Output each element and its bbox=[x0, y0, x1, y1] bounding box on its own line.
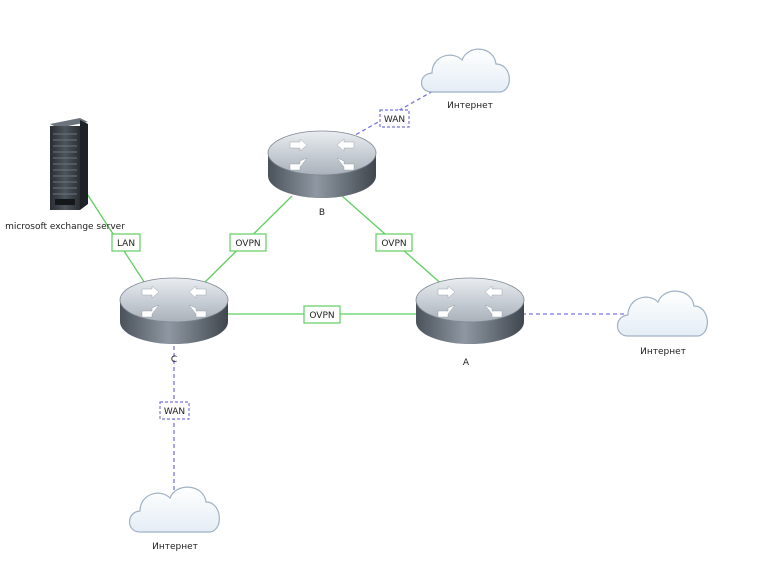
link-b-wan bbox=[349, 89, 436, 139]
server-label: microsoft exchange server bbox=[5, 222, 125, 232]
link-label-lan-text: LAN bbox=[117, 239, 135, 249]
router-a[interactable]: A bbox=[415, 277, 525, 368]
link-label-ovpn-cb[interactable]: OVPN bbox=[229, 233, 267, 252]
link-label-lan[interactable]: LAN bbox=[111, 233, 141, 252]
link-label-ovpn-ba[interactable]: OVPN bbox=[375, 233, 413, 252]
link-label-wan-b[interactable]: WAN bbox=[379, 109, 410, 128]
cloud-right[interactable]: Интернет bbox=[616, 290, 708, 357]
server-node[interactable]: microsoft exchange server bbox=[5, 118, 125, 232]
router-c[interactable]: C bbox=[119, 277, 229, 365]
cloud-top-label: Интернет bbox=[447, 101, 493, 111]
router-a-icon bbox=[415, 277, 525, 344]
link-label-ovpn-cb-text: OVPN bbox=[235, 239, 260, 249]
router-b[interactable]: B bbox=[267, 130, 377, 218]
link-label-wan-c-text: WAN bbox=[164, 407, 185, 417]
server-icon bbox=[50, 118, 88, 210]
cloud-right-label: Интернет bbox=[640, 347, 686, 357]
cloud-bottom[interactable]: Интернет bbox=[128, 486, 220, 552]
link-label-ovpn-ca-text: OVPN bbox=[309, 311, 334, 321]
link-label-wan-c[interactable]: WAN bbox=[159, 401, 190, 420]
router-b-icon bbox=[267, 130, 377, 198]
link-label-ovpn-ba-text: OVPN bbox=[381, 239, 406, 249]
cloud-bottom-label: Интернет bbox=[152, 542, 198, 552]
cloud-top[interactable]: Интернет bbox=[420, 48, 510, 111]
cloud-bottom-icon bbox=[128, 486, 220, 533]
router-b-label: B bbox=[319, 208, 325, 218]
link-label-wan-b-text: WAN bbox=[384, 115, 405, 125]
router-c-label: C bbox=[171, 355, 177, 365]
router-a-label: A bbox=[463, 358, 470, 368]
link-label-ovpn-ca[interactable]: OVPN bbox=[303, 305, 341, 324]
cloud-right-icon bbox=[616, 290, 708, 337]
cloud-top-icon bbox=[420, 48, 510, 93]
router-c-icon bbox=[119, 277, 229, 344]
